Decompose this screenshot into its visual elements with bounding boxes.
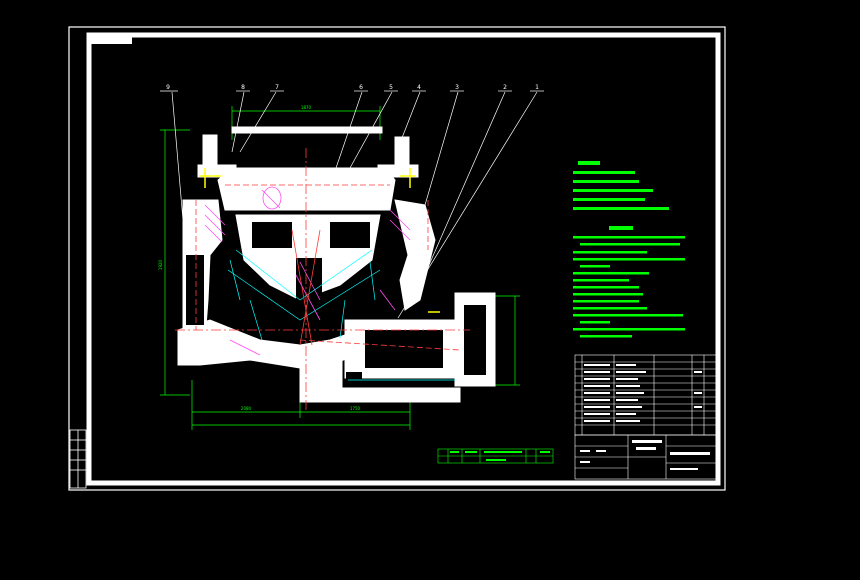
bolt-accents — [199, 168, 440, 313]
balloon-2: 2 — [503, 84, 507, 91]
dim-bottom-b: 1750 — [350, 406, 361, 411]
dim-left-height: 1920 — [158, 259, 163, 270]
parts-list-table — [574, 354, 718, 436]
leader-lines — [171, 91, 538, 319]
balloon-1: 1 — [535, 84, 539, 91]
balloon-8: 8 — [241, 84, 245, 91]
internal-lines — [227, 249, 455, 381]
dim-top-width: 1870 — [301, 105, 312, 110]
centerlines — [175, 148, 470, 410]
dim-bottom-a: 2080 — [241, 406, 252, 411]
balloon-3: 3 — [455, 84, 459, 91]
part-balloons: 9 8 7 6 5 4 3 2 1 — [160, 84, 544, 92]
crusher-section-view: 1870 1920 2080 1750 3510 — [158, 84, 544, 430]
title-block-marks — [580, 440, 710, 470]
balloon-9: 9 — [166, 84, 170, 91]
info-box — [437, 448, 554, 464]
technical-notes-block — [573, 161, 685, 338]
balloon-5: 5 — [389, 84, 393, 91]
info-box-marks — [450, 451, 550, 461]
section-hatching — [204, 186, 411, 356]
title-block — [574, 434, 718, 480]
corner-tab — [90, 36, 132, 44]
sheet-inner-frame — [86, 32, 721, 486]
housing-body — [177, 126, 496, 403]
sheet-outer-border — [68, 26, 726, 491]
balloon-7: 7 — [275, 84, 279, 91]
parts-list-entries — [584, 364, 702, 422]
body-cutouts — [186, 136, 486, 384]
binding-strip — [69, 429, 87, 489]
balloon-6: 6 — [359, 84, 363, 91]
balloon-4: 4 — [417, 84, 421, 91]
